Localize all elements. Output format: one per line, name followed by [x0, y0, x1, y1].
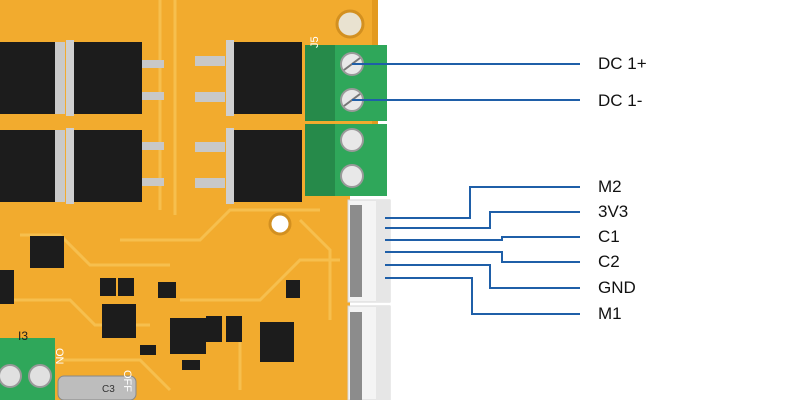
- label-gnd: GND: [598, 278, 636, 297]
- small-ics: [0, 236, 300, 370]
- label-c1: C1: [598, 227, 620, 246]
- screw-terminal-top: [305, 45, 387, 121]
- screw-terminal-bottom: [305, 124, 387, 196]
- silk-i3: I3: [18, 329, 28, 343]
- silk-j5: J5: [309, 36, 321, 48]
- label-dc1-plus: DC 1+: [598, 54, 647, 73]
- leader-m2: [385, 186, 580, 219]
- jst-connector-lower: [347, 305, 391, 401]
- leader-m1: [385, 277, 580, 315]
- silk-c3: C3: [102, 384, 115, 395]
- leader-gnd: [385, 264, 580, 289]
- screw-terminal-left: [0, 338, 55, 400]
- label-m2: M2: [598, 177, 622, 196]
- mosfet-row-2: [0, 128, 302, 204]
- jst-connector-signal: [347, 199, 391, 303]
- silk-off: OFF: [121, 370, 133, 392]
- mosfet-row-1: [0, 40, 302, 116]
- label-c2: C2: [598, 252, 620, 271]
- leader-3v3: [385, 211, 580, 229]
- leader-c1: [385, 236, 580, 241]
- label-dc1-minus: DC 1-: [598, 91, 643, 110]
- mounting-hole-top: [335, 9, 365, 39]
- leader-lines: [352, 63, 580, 315]
- mounting-hole-mid: [268, 212, 292, 236]
- leader-c2: [385, 251, 580, 263]
- label-3v3: 3V3: [598, 202, 629, 221]
- silk-on: ON: [53, 348, 65, 365]
- label-m1: M1: [598, 304, 622, 323]
